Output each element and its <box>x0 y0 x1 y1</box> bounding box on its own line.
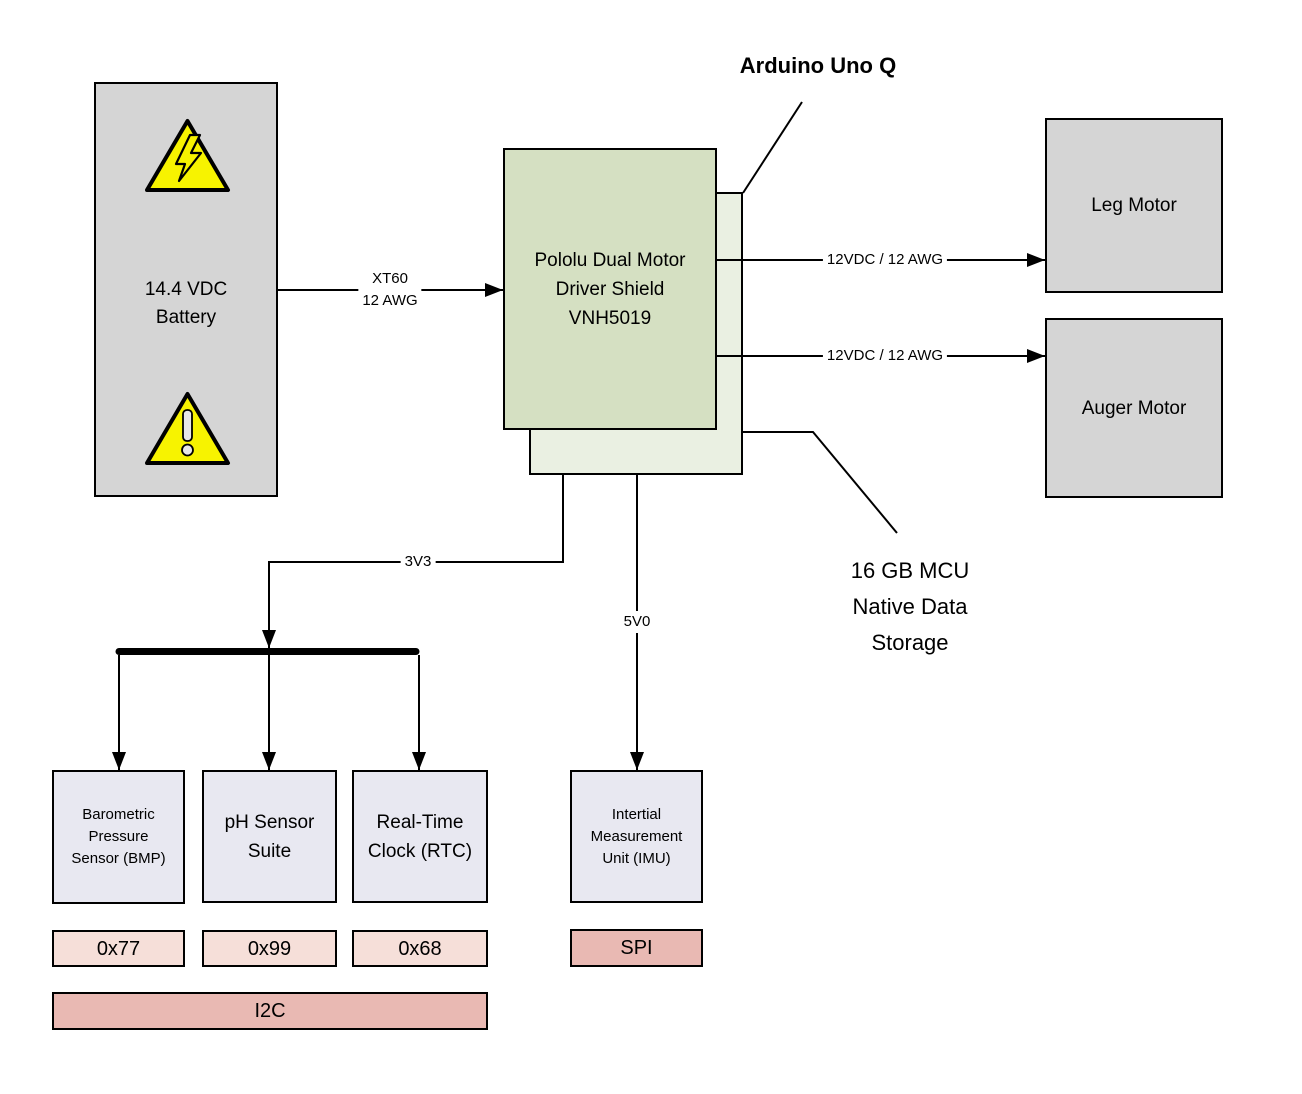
leg-wire-label: 12VDC / 12 AWG <box>822 249 948 271</box>
rtc-address-label: 0x68 <box>398 937 442 960</box>
storage-note-line1: 16 GB MCU <box>850 558 970 583</box>
storage-note-line2: Native Data <box>852 594 968 619</box>
spi-bus-box: SPI <box>570 929 703 967</box>
shield-label-line2: Driver Shield <box>555 278 665 300</box>
arduino-uno-q-title: Arduino Uno Q <box>739 53 897 78</box>
xt60-wire-label-line1: XT60 <box>372 270 408 287</box>
spi-bus-label: SPI <box>620 937 653 959</box>
caution-warning-icon <box>145 392 230 465</box>
wire-5v0-label: 5V0 <box>619 611 655 633</box>
imu-box: Intertial Measurement Unit (IMU) <box>570 770 703 903</box>
bmp-label-line3: Sensor (BMP) <box>71 850 166 867</box>
leg-motor-box: Leg Motor <box>1045 118 1223 293</box>
battery-label-line2: Battery <box>155 307 217 328</box>
real-time-clock-box: Real-Time Clock (RTC) <box>352 770 488 903</box>
wire-3v3-label: 3V3 <box>400 551 436 573</box>
auger-motor-label: Auger Motor <box>1081 397 1187 419</box>
xt60-wire-label: XT60 12 AWG <box>358 268 422 312</box>
storage-callout-line <box>743 431 898 534</box>
ph-address-label: 0x99 <box>247 937 292 960</box>
shield-label-line3: VNH5019 <box>568 307 652 329</box>
imu-label-line1: Intertial <box>611 805 662 823</box>
auger-motor-box: Auger Motor <box>1045 318 1223 498</box>
shield-label-line1: Pololu Dual Motor <box>534 249 686 271</box>
storage-note-line3: Storage <box>871 630 949 655</box>
bmp-address-label: 0x77 <box>96 937 141 960</box>
battery-label-line1: 14.4 VDC <box>144 279 228 300</box>
rtc-label: Real-Time Clock (RTC) <box>368 808 472 866</box>
battery-label: 14.4 VDC Battery <box>96 276 276 332</box>
auger-wire-label: 12VDC / 12 AWG <box>822 345 948 367</box>
rtc-label-line1: Real-Time <box>376 811 464 833</box>
high-voltage-warning-icon <box>145 119 230 192</box>
motor-driver-shield-label: Pololu Dual Motor Driver Shield VNH5019 <box>534 246 685 333</box>
ph-sensor-suite-box: pH Sensor Suite <box>202 770 337 903</box>
bmp-label-line1: Barometric <box>82 806 155 823</box>
i2c-bus-label: I2C <box>254 1000 286 1022</box>
battery-box: 14.4 VDC Battery <box>94 82 278 497</box>
ph-address-box: 0x99 <box>202 930 337 967</box>
ph-label-line1: pH Sensor <box>224 811 315 833</box>
storage-note: 16 GB MCU Native Data Storage <box>851 553 970 661</box>
bmp-label: Barometric Pressure Sensor (BMP) <box>71 804 165 870</box>
leg-motor-label: Leg Motor <box>1091 195 1177 216</box>
imu-label-line2: Measurement <box>590 827 683 845</box>
imu-label: Intertial Measurement Unit (IMU) <box>591 804 683 870</box>
ph-label-line2: Suite <box>247 840 292 862</box>
i2c-bus-box: I2C <box>52 992 488 1030</box>
motor-driver-shield-box: Pololu Dual Motor Driver Shield VNH5019 <box>503 148 717 430</box>
ph-label: pH Sensor Suite <box>225 808 315 866</box>
bmp-label-line2: Pressure <box>88 828 149 845</box>
rtc-label-line2: Clock (RTC) <box>367 840 473 862</box>
arduino-callout-line <box>742 101 803 194</box>
xt60-wire-label-line2: 12 AWG <box>362 292 418 309</box>
bmp-address-box: 0x77 <box>52 930 185 967</box>
barometric-pressure-sensor-box: Barometric Pressure Sensor (BMP) <box>52 770 185 904</box>
imu-label-line3: Unit (IMU) <box>602 849 671 867</box>
rtc-address-box: 0x68 <box>352 930 488 967</box>
